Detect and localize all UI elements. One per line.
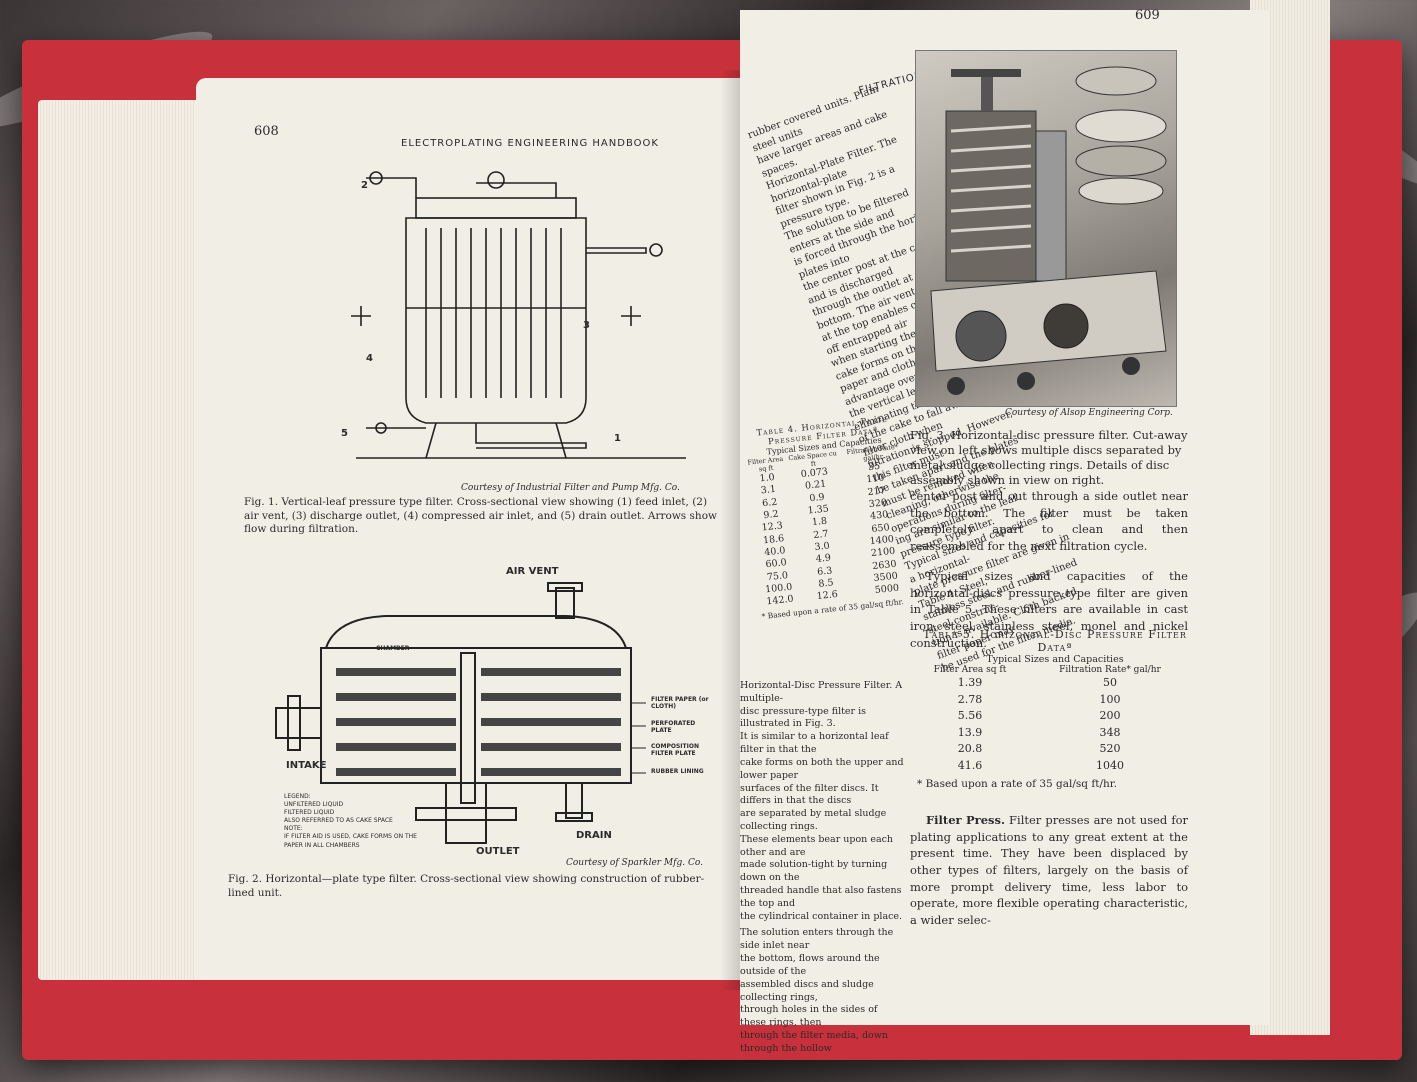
table5-cell: 5.56 [957,709,983,722]
fig2-courtesy: Courtesy of Sparkler Mfg. Co. [566,858,703,868]
fig1-caption: Fig. 1. Vertical-leaf pressure type filt… [244,496,717,536]
col1-lower-line: the bottom, flows around the outside of … [740,953,880,977]
filter-press-heading: Filter Press. [926,813,1005,827]
col1-lower-line: are separated by metal sludge collecting… [740,808,887,832]
page-number-left: 608 [254,124,279,139]
fig1-courtesy: Courtesy of Industrial Filter and Pump M… [461,483,680,493]
table5-cell: 1.39 [957,676,983,689]
col1-lower-text: Horizontal-Disc Pressure Filter. A multi… [740,680,905,1056]
disc-filter-illustration [930,66,1167,395]
running-head-left: ELECTROPLATING ENGINEERING HANDBOOK [401,138,659,149]
left-page: 608 ELECTROPLATING ENGINEERING HANDBOOK … [196,78,741,980]
col2-paragraph-2: Typical sizes and capacities of the hori… [910,569,1188,650]
fig2-intake-label: INTAKE [286,760,327,771]
fig3-caption: Fig. 3. Horizontal-disc pressure filter.… [910,428,1188,487]
table5-row: 5.56 200 [915,708,1195,725]
table5-row: 1.39 50 [915,675,1195,692]
table-4: Table 4. Horizontal-Plate Pressure Filte… [742,413,921,621]
table5-row: 13.9 348 [915,725,1195,742]
figure-3-photo [915,50,1177,407]
table5-cell: 41.6 [957,758,983,772]
col2-paragraph-1: center post and out through a side outle… [910,489,1188,554]
table5-cell: 2.78 [957,692,983,706]
figure-2-horizontal-plate-filter [275,582,646,844]
table5-cell: 20.8 [957,742,983,755]
col1-lower-line: The solution enters through the side inl… [740,927,894,952]
table5-header: Filter Area sq ft Filtration Rate* gal/h… [915,665,1195,675]
table5-cell: 348 [1099,725,1121,739]
fig2-legend: LEGEND: UNFILTERED LIQUID FILTERED LIQUI… [284,793,434,850]
col1-lower-line: through the filter media, down through t… [740,1029,888,1054]
table5-cell: 100 [1099,692,1121,706]
page-block-left [38,100,198,980]
fig2-callout-composition-plate: COMPOSITION FILTER PLATE [651,743,699,757]
fig2-drain-label: DRAIN [576,830,612,841]
right-page: 609 FILTRATION rubber covered units. Pla… [740,8,1270,1054]
fig2-legend-item: UNFILTERED LIQUID [284,801,344,809]
table5-subtitle: Typical Sizes and Capacities [986,654,1124,665]
fig1-label-3: 3 [583,320,590,331]
col1-lower-line: made solution-tight by turning down on t… [740,859,888,884]
fig2-outlet-label: OUTLET [476,846,520,857]
table5-row: 20.8 520 [915,741,1195,758]
filter-press-paragraph: Filter Press. Filter presses are not use… [910,812,1188,929]
col1-lower-line: These elements bear upon each other and … [740,833,894,858]
col1-lower-line: assembled discs and sludge collecting ri… [740,978,874,1003]
col1-lower-line: surfaces of the filter discs. It differs… [740,782,879,807]
filter-press-text: Filter presses are not used for plating … [910,813,1188,928]
col1-lower-line: It is similar to a horizontal leaf filte… [740,731,889,756]
table5-header-cell: Filter Area sq ft [933,665,1007,675]
fig1-label-2: 2 [361,180,368,191]
table-5: Table 5. Horizontal-Disc Pressure Filter… [915,628,1195,790]
col1-lower-line: the cylindrical container in place. [740,910,903,922]
table5-cell: 1040 [1096,758,1124,772]
table5-cell: 520 [1099,742,1121,755]
table5-title: Table 5. Horizontal-Disc Pressure Filter… [923,628,1187,654]
fig2-air-vent-label: AIR VENT [506,566,559,577]
col1-lower-line: disc pressure-type filter is illustrated… [740,705,867,730]
table5-row: 41.6 1040 [915,758,1195,775]
page-number-right: 609 [1135,8,1160,23]
table5-cell: 200 [1099,709,1121,722]
table5-footnote: * Based upon a rate of 35 gal/sq ft/hr. [917,778,1117,790]
col1-lower-line: cake forms on both the upper and lower p… [740,756,904,781]
fig2-note: NOTE: [284,825,303,833]
table5-cell: 13.9 [957,725,983,739]
col1-lower-line: threaded handle that also fastens the to… [740,885,902,909]
fig2-legend-title: LEGEND: [284,793,311,800]
fig3-courtesy: Courtesy of Alsop Engineering Corp. [1005,408,1173,418]
table5-body: 1.39 50 2.78 100 5.56 200 13.9 348 20.8 520 41.6 10… [915,675,1195,774]
table5-header-cell: Filtration Rate* gal/hr [1059,665,1161,675]
fig2-callout-perforated-plate: PERFORATED PLATE [651,720,696,734]
fig2-legend-item: ALSO REFERRED TO AS CAKE SPACE [284,817,393,825]
fig2-callout-rubber-lining: RUBBER LINING [651,768,704,775]
col1-lower-line: Horizontal-Disc Pressure Filter. A multi… [740,680,903,704]
figure-1-vertical-leaf-filter [351,171,686,459]
fig2-caption: Fig. 2. Horizontal—plate type filter. Cr… [228,873,705,899]
fig2-legend-item: FILTERED LIQUID [284,809,335,817]
fig1-label-5: 5 [341,428,348,439]
fig2-legend-item: IF FILTER AID IS USED, CAKE FORMS ON THE… [284,833,417,849]
table5-cell: 50 [1103,676,1117,689]
fig1-label-4: 4 [366,353,373,364]
fig1-label-1: 1 [614,433,621,444]
fig2-callout-filter-paper: FILTER PAPER (or CLOTH) [651,696,709,710]
table5-row: 2.78 100 [915,692,1195,709]
col1-lower-line: through holes in the sides of these ring… [740,1004,878,1029]
fig2-chamber-label: CHAMBER [376,645,410,652]
